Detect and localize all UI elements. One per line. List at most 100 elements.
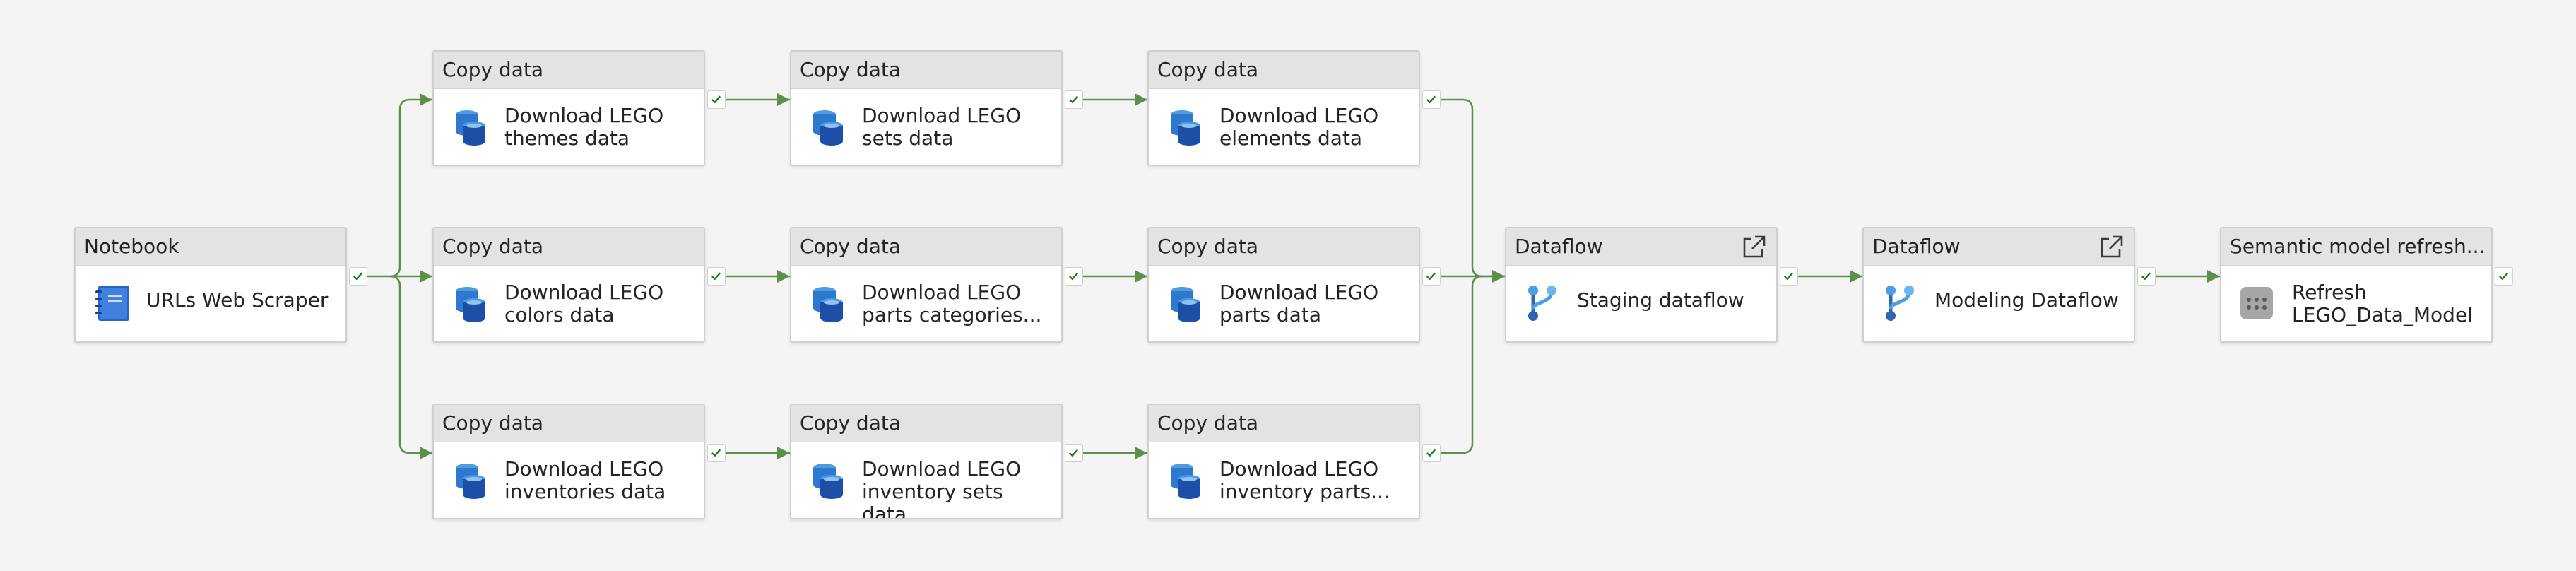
connector-arrowhead: [777, 270, 790, 283]
connector-arrowhead: [1492, 270, 1505, 283]
activity-notebook[interactable]: Notebook URLs Web Scraper: [74, 227, 347, 343]
copy-data-icon: [1171, 464, 1200, 499]
activity-name: Download LEGO parts data: [1219, 281, 1379, 326]
copy-data-icon: [813, 287, 843, 322]
activity-copy-inventories[interactable]: Copy data Download LEGO inventories data: [432, 404, 705, 519]
semantic-model-icon: [2240, 287, 2273, 319]
activity-type-label: Notebook: [76, 228, 345, 266]
checkmark-icon: [711, 272, 721, 281]
success-output-handle[interactable]: [707, 90, 726, 109]
connector-line: [389, 98, 432, 278]
activity-type-label: Copy data: [791, 52, 1061, 89]
activity-type-label: Dataflow: [1506, 228, 1776, 266]
activity-name: URLs Web Scraper: [146, 289, 329, 312]
activity-type-label: Copy data: [1149, 405, 1419, 442]
activity-dataflow-modeling[interactable]: Dataflow Modeling Dataflow: [1862, 227, 2135, 343]
activity-type-text: Dataflow: [1515, 235, 1603, 258]
connector-arrowhead: [1850, 270, 1862, 283]
activity-type-label: Copy data: [434, 228, 704, 266]
copy-data-icon: [813, 464, 843, 499]
connector-arrowhead: [420, 270, 432, 283]
success-output-handle[interactable]: [1065, 267, 1083, 286]
success-output-handle[interactable]: [1065, 90, 1083, 109]
checkmark-icon: [1426, 95, 1436, 104]
success-output-handle[interactable]: [2495, 267, 2513, 286]
notebook-icon: [95, 286, 129, 321]
success-output-handle[interactable]: [1422, 267, 1441, 286]
activity-type-label: Copy data: [1149, 228, 1419, 266]
success-output-handle[interactable]: [1422, 444, 1441, 462]
activity-semantic-model-refresh[interactable]: Semantic model refresh... Refresh LEGO_D…: [2220, 227, 2493, 343]
checkmark-icon: [711, 449, 721, 457]
checkmark-icon: [711, 95, 721, 104]
success-output-handle[interactable]: [1065, 444, 1083, 462]
activity-name: Staging dataflow: [1577, 289, 1744, 312]
checkmark-icon: [1069, 272, 1079, 281]
copy-data-icon: [1171, 287, 1200, 322]
connector-arrowhead: [1135, 447, 1147, 459]
connector-arrowhead: [777, 93, 790, 106]
connector-line: [1441, 275, 1483, 454]
dataflow-icon: [1886, 286, 1914, 321]
copy-data-icon: [456, 464, 485, 499]
copy-data-icon: [456, 287, 485, 322]
activity-name: Download LEGO elements data: [1219, 105, 1379, 150]
activity-name: Modeling Dataflow: [1934, 289, 2119, 312]
checkmark-icon: [1426, 272, 1436, 281]
activity-copy-inventory-sets[interactable]: Copy data Download LEGO inventory sets d…: [790, 404, 1063, 519]
activity-name: Download LEGO inventories data: [504, 458, 666, 503]
activity-type-label: Copy data: [434, 52, 704, 89]
activity-copy-parts[interactable]: Copy data Download LEGO parts data: [1147, 227, 1420, 343]
activity-copy-colors[interactable]: Copy data Download LEGO colors data: [432, 227, 705, 343]
connector-line: [389, 275, 432, 454]
success-output-handle[interactable]: [707, 444, 726, 462]
connector-line: [1441, 98, 1505, 278]
activity-type-label: Copy data: [434, 405, 704, 442]
checkmark-icon: [1069, 95, 1079, 104]
connector-arrowhead: [420, 447, 432, 459]
checkmark-icon: [1069, 449, 1079, 457]
activity-name: Download LEGO sets data: [862, 105, 1022, 150]
checkmark-icon: [2141, 272, 2151, 281]
activity-type-label: Copy data: [791, 228, 1061, 266]
connector-arrowhead: [420, 93, 432, 106]
activity-type-label: Copy data: [791, 405, 1061, 442]
activity-copy-themes[interactable]: Copy data Download LEGO themes data: [432, 50, 705, 166]
activity-dataflow-staging[interactable]: Dataflow Staging dataflow: [1505, 227, 1778, 343]
checkmark-icon: [1784, 272, 1794, 281]
activity-name: Download LEGO parts categories...: [862, 281, 1042, 326]
open-external-icon[interactable]: [1741, 233, 1768, 260]
connector-arrowhead: [777, 447, 790, 459]
activity-copy-sets[interactable]: Copy data Download LEGO sets data: [790, 50, 1063, 166]
copy-data-icon: [456, 110, 485, 146]
activity-copy-part-categories[interactable]: Copy data Download LEGO parts categories…: [790, 227, 1063, 343]
connector-arrowhead: [2207, 270, 2220, 283]
connector-arrowhead: [1135, 270, 1147, 283]
success-output-handle[interactable]: [1422, 90, 1441, 109]
activity-name: Download LEGO inventory sets data: [862, 458, 1022, 518]
activity-type-text: Dataflow: [1872, 235, 1961, 258]
dataflow-icon: [1528, 286, 1556, 321]
success-output-handle[interactable]: [2137, 267, 2156, 286]
activity-copy-inventory-parts[interactable]: Copy data Download LEGO inventory parts.…: [1147, 404, 1420, 519]
copy-data-icon: [813, 110, 843, 146]
activity-name: Download LEGO themes data: [504, 105, 664, 150]
open-external-icon[interactable]: [2098, 233, 2125, 260]
success-output-handle[interactable]: [707, 267, 726, 286]
checkmark-icon: [353, 272, 363, 281]
activity-type-label: Semantic model refresh...: [2221, 228, 2491, 266]
connector-arrowhead: [1135, 93, 1147, 106]
activity-type-label: Copy data: [1149, 52, 1419, 89]
copy-data-icon: [1171, 110, 1200, 146]
activity-name: Download LEGO inventory parts...: [1219, 458, 1390, 503]
activity-type-label: Dataflow: [1864, 228, 2134, 266]
checkmark-icon: [1426, 449, 1436, 457]
activity-copy-elements[interactable]: Copy data Download LEGO elements data: [1147, 50, 1420, 166]
success-output-handle[interactable]: [1780, 267, 1798, 286]
checkmark-icon: [2499, 272, 2509, 281]
success-output-handle[interactable]: [349, 267, 367, 286]
activity-name: Download LEGO colors data: [504, 281, 664, 326]
activity-name: Refresh LEGO_Data_Model: [2292, 281, 2473, 326]
